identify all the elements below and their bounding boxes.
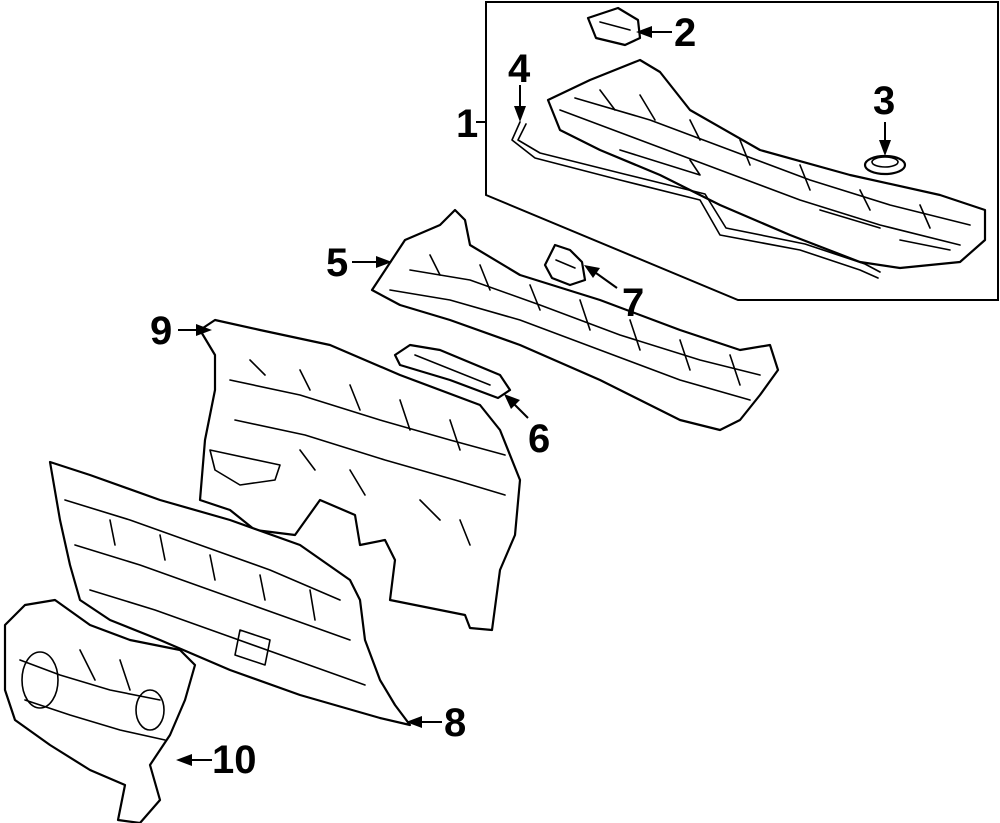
leader-3 bbox=[879, 122, 891, 156]
cowl-seal[interactable] bbox=[511, 121, 881, 279]
callout-8: 8 bbox=[444, 701, 466, 745]
callout-7: 7 bbox=[622, 281, 644, 325]
leader-4 bbox=[514, 85, 526, 122]
callout-2: 2 bbox=[674, 11, 696, 55]
leader-6 bbox=[504, 394, 529, 419]
lower-insulator[interactable] bbox=[3, 598, 197, 823]
callout-3: 3 bbox=[873, 79, 895, 123]
leader-10 bbox=[176, 754, 212, 766]
callout-6: 6 bbox=[528, 417, 550, 461]
dash-panel[interactable] bbox=[198, 318, 522, 632]
callout-1: 1 bbox=[456, 102, 478, 146]
leader-2 bbox=[636, 26, 672, 38]
cowl-clip[interactable] bbox=[586, 6, 642, 47]
callout-10: 10 bbox=[212, 738, 257, 782]
dash-insulator[interactable] bbox=[48, 460, 412, 727]
assembly-group-box bbox=[485, 1, 999, 301]
callout-9: 9 bbox=[150, 309, 172, 353]
leader-7 bbox=[584, 265, 618, 289]
leader-9 bbox=[178, 324, 212, 336]
callout-4: 4 bbox=[508, 47, 531, 91]
cowl-side-clip[interactable] bbox=[543, 243, 587, 287]
leader-8 bbox=[406, 716, 442, 728]
grommet[interactable] bbox=[863, 154, 907, 176]
cowl-top-panel[interactable] bbox=[546, 58, 987, 270]
leader-5 bbox=[352, 256, 392, 268]
cowl-bracket[interactable] bbox=[393, 343, 512, 400]
lower-cowl[interactable] bbox=[370, 208, 780, 432]
callout-5: 5 bbox=[326, 241, 348, 285]
